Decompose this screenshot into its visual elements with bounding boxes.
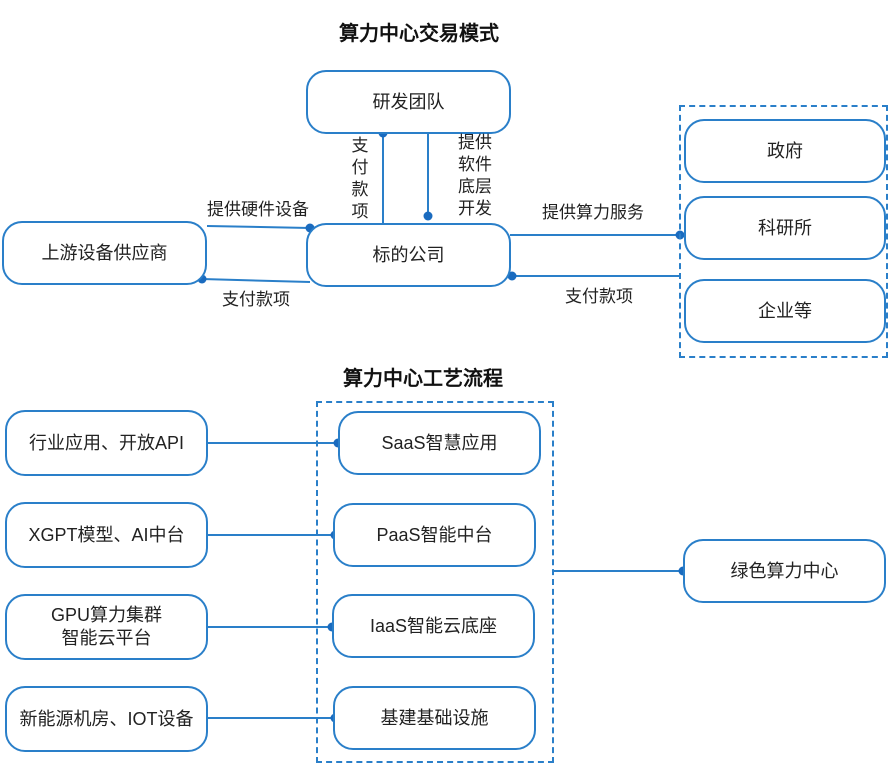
target-company-node: 标的公司	[306, 223, 511, 287]
pay-upstream-label: 支付款项	[222, 290, 290, 309]
layer-infrastructure-label: 基建基础设施	[380, 707, 489, 728]
left-item-infra-label: 新能源机房、IOT设备	[19, 708, 194, 729]
rd-team-node: 研发团队	[306, 70, 511, 134]
provide-compute-label: 提供算力服务	[542, 203, 644, 222]
layer-saas: SaaS智慧应用	[338, 411, 541, 475]
upstream-supplier-node: 上游设备供应商	[2, 221, 207, 285]
client-research-label: 科研所	[758, 217, 812, 238]
client-research-node: 科研所	[684, 196, 886, 260]
upstream-supplier-label: 上游设备供应商	[41, 242, 168, 263]
layers-group	[316, 401, 554, 763]
trade-mode-title: 算力中心交易模式	[339, 23, 499, 45]
green-compute-center-label: 绿色算力中心	[730, 560, 839, 581]
client-enterprise-label: 企业等	[758, 300, 812, 321]
left-item-gpu-label: GPU算力集群 智能云平台	[50, 605, 162, 648]
layer-paas: PaaS智能中台	[333, 503, 536, 567]
client-pay-label: 支付款项	[565, 287, 633, 306]
left-item-gpu: GPU算力集群 智能云平台	[5, 594, 208, 660]
target-company-label: 标的公司	[372, 244, 445, 265]
left-item-apps: 行业应用、开放API	[5, 410, 208, 476]
left-item-infra: 新能源机房、IOT设备	[5, 686, 208, 752]
layer-paas-label: PaaS智能中台	[376, 524, 493, 545]
layer-iaas-label: IaaS智能云底座	[369, 615, 498, 636]
layer-infrastructure: 基建基础设施	[333, 686, 536, 750]
clients-group	[679, 105, 888, 358]
provide-hardware-label: 提供硬件设备	[207, 200, 309, 219]
client-government-node: 政府	[684, 119, 886, 183]
client-enterprise-node: 企业等	[684, 279, 886, 343]
rd-provides-label: 提供软件底层开发	[458, 133, 492, 218]
left-item-models: XGPT模型、AI中台	[5, 502, 208, 568]
green-compute-center-node: 绿色算力中心	[683, 539, 886, 603]
layer-saas-label: SaaS智慧应用	[381, 432, 498, 453]
process-flow-title: 算力中心工艺流程	[343, 368, 503, 390]
layer-iaas: IaaS智能云底座	[332, 594, 535, 658]
pay-rd-label: 支付款项	[351, 136, 369, 221]
client-government-label: 政府	[767, 140, 803, 161]
rd-team-label: 研发团队	[372, 91, 445, 112]
left-item-models-label: XGPT模型、AI中台	[28, 524, 185, 545]
left-item-apps-label: 行业应用、开放API	[28, 432, 184, 453]
